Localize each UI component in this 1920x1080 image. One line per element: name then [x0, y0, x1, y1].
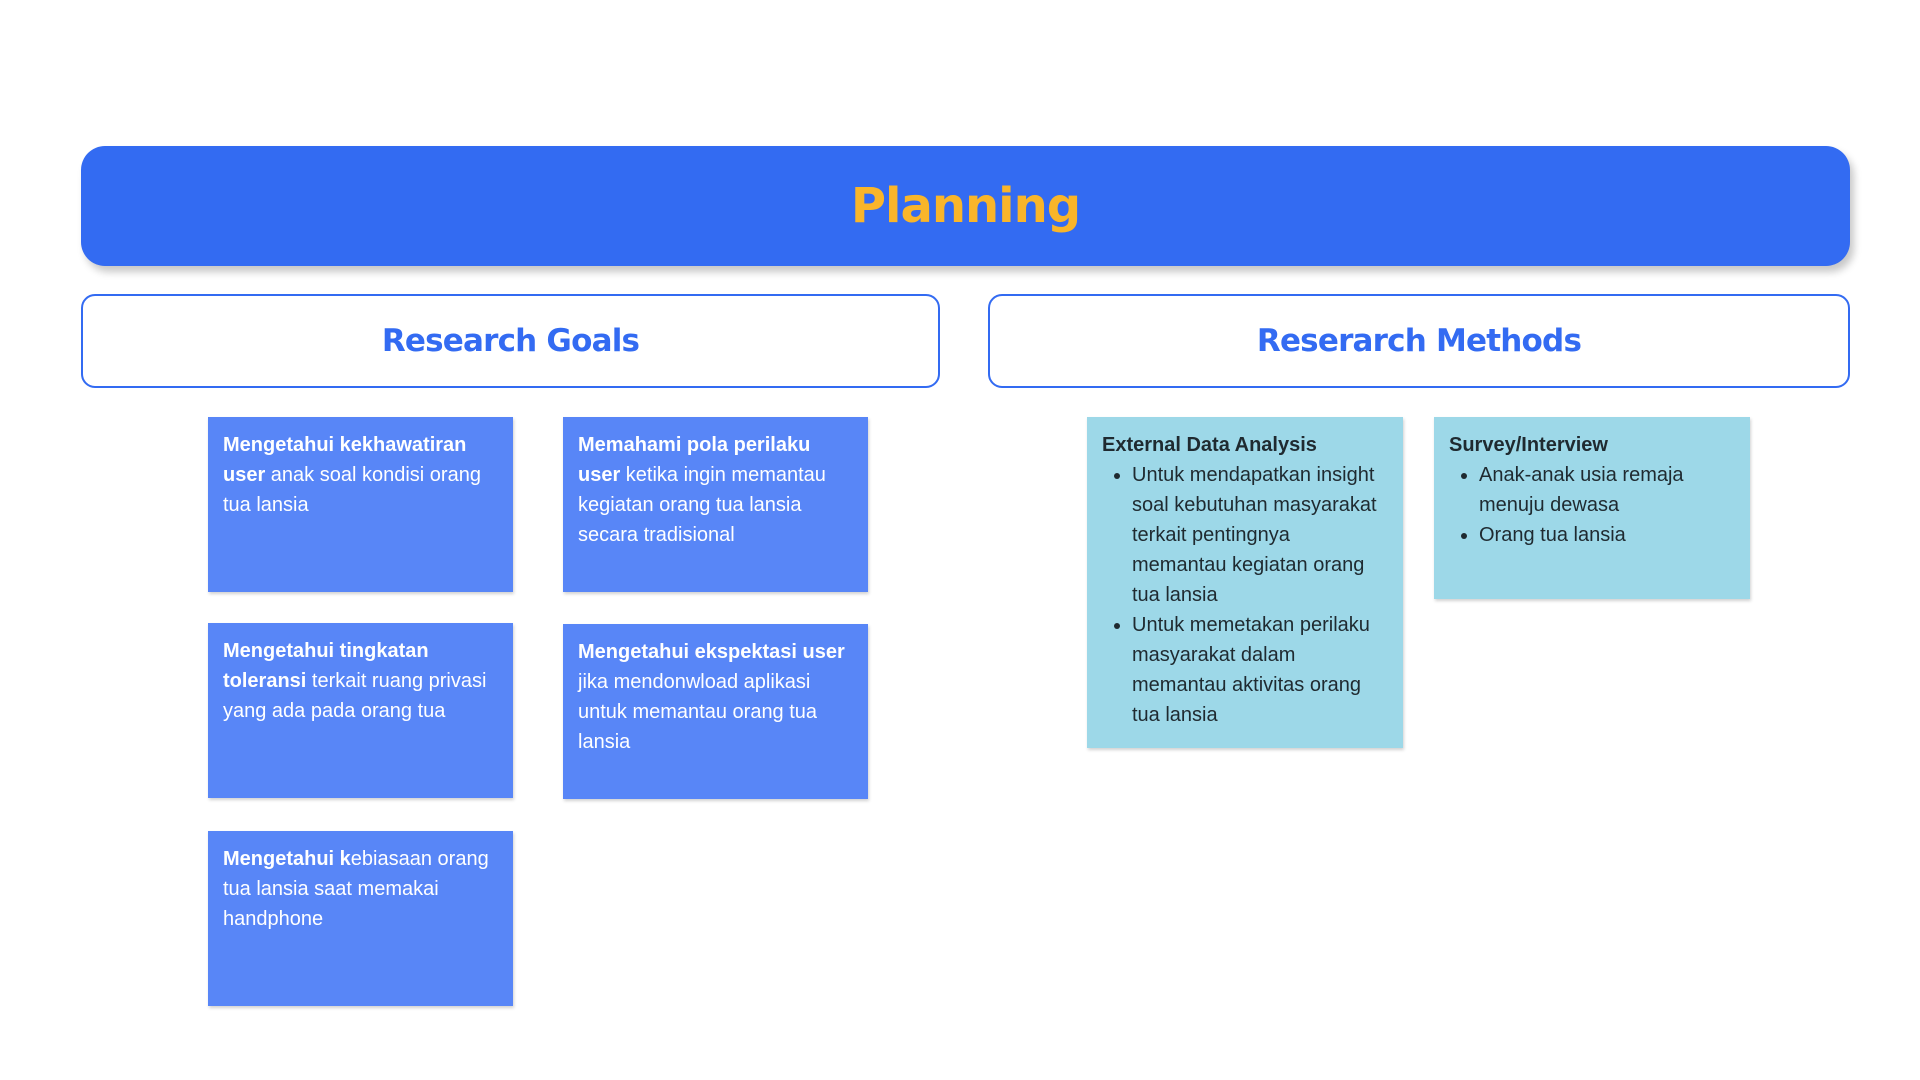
banner-title: Planning [850, 178, 1081, 234]
goal-note[interactable]: Memahami pola perilaku user ketika ingin… [563, 417, 868, 592]
method-bullet-list: Anak-anak usia remaja menuju dewasa Oran… [1449, 460, 1735, 550]
goal-note-text: anak soal kondisi orang tua lansia [223, 464, 481, 516]
goal-note[interactable]: Mengetahui tingkatan toleransi terkait r… [208, 623, 513, 798]
goal-note[interactable]: Mengetahui kebiasaan orang tua lansia sa… [208, 831, 513, 1006]
method-note-survey-interview[interactable]: Survey/Interview Anak-anak usia remaja m… [1434, 417, 1750, 599]
planning-banner: Planning [81, 146, 1850, 266]
method-bullet: Anak-anak usia remaja menuju dewasa [1479, 460, 1735, 520]
goal-note-bold: Mengetahui k [223, 848, 351, 870]
research-methods-header: Reserarch Methods [988, 294, 1850, 388]
goal-note[interactable]: Mengetahui ekspektasi user jika mendonwl… [563, 624, 868, 799]
research-goals-header: Research Goals [81, 294, 940, 388]
goal-note-bold: Mengetahui tingkatan toleransi [223, 640, 429, 692]
method-note-title: External Data Analysis [1102, 434, 1317, 456]
goal-note-bold: Memahami pola perilaku user [578, 434, 811, 486]
goal-note-text: ketika ingin memantau kegiatan orang tua… [578, 464, 826, 546]
goal-note-bold: Mengetahui ekspektasi user [578, 641, 845, 663]
goal-note-text: ebiasaan orang tua lansia saat memakai h… [223, 848, 489, 930]
goal-note-text: terkait ruang privasi yang ada pada oran… [223, 670, 487, 722]
goal-note-text: jika mendonwload aplikasi untuk memantau… [578, 671, 818, 753]
method-note-external-data-analysis[interactable]: External Data Analysis Untuk mendapatkan… [1087, 417, 1403, 748]
method-bullet-list: Untuk mendapatkan insight soal kebutuhan… [1102, 460, 1388, 730]
method-bullet: Untuk mendapatkan insight soal kebutuhan… [1132, 460, 1388, 610]
goal-note-bold: Mengetahui kekhawatiran user [223, 434, 467, 486]
research-methods-title: Reserarch Methods [1256, 323, 1582, 359]
method-note-title: Survey/Interview [1449, 434, 1608, 456]
method-bullet: Untuk memetakan perilaku masyarakat dala… [1132, 610, 1388, 730]
research-goals-title: Research Goals [381, 323, 640, 359]
method-bullet: Orang tua lansia [1479, 520, 1735, 550]
goal-note[interactable]: Mengetahui kekhawatiran user anak soal k… [208, 417, 513, 592]
